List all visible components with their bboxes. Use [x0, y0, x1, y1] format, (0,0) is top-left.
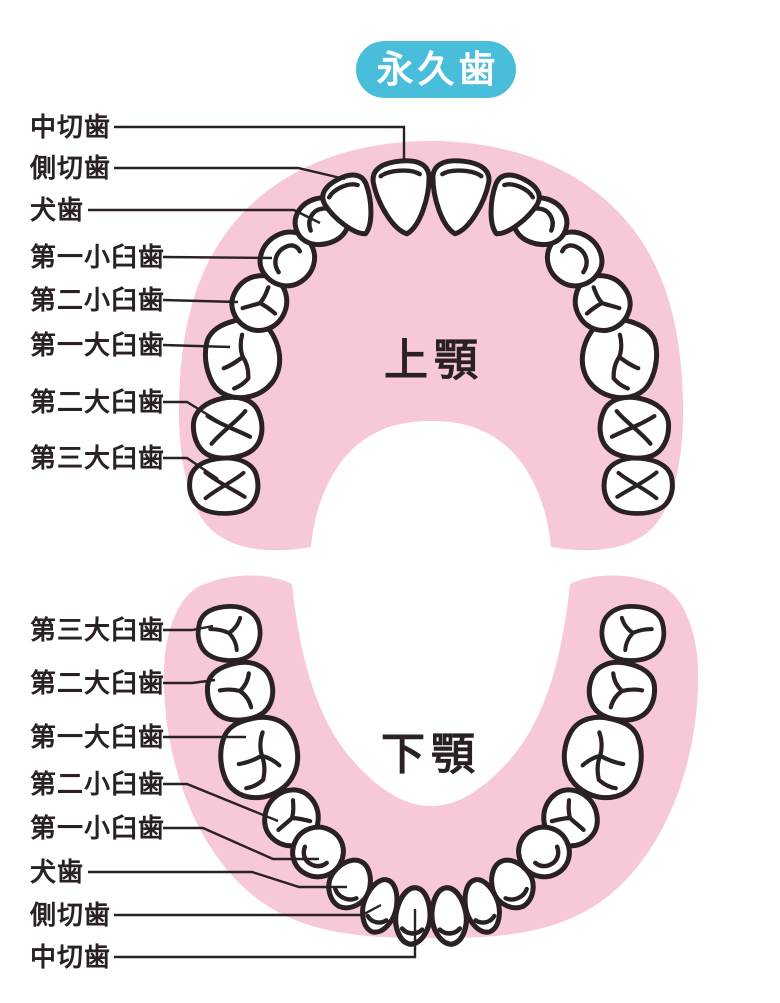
leader-upper-third-molar [163, 456, 219, 480]
leader-upper-central-incisor [114, 125, 406, 162]
label-upper-central-incisor: 中切歯 [30, 112, 112, 142]
label-upper-canine: 犬歯 [30, 195, 85, 225]
label-lower-lateral-incisor: 側切歯 [30, 900, 112, 930]
leader-lower-second-molar [163, 678, 216, 685]
label-lower-second-premolar: 第二小臼歯 [30, 769, 166, 799]
tooth-upper-right-third-molar [603, 457, 673, 515]
title-badge: 永久歯 [356, 41, 516, 98]
leader-upper-canine [88, 208, 321, 225]
label-lower-canine: 犬歯 [30, 857, 85, 887]
label-upper-third-molar: 第三大臼歯 [30, 443, 166, 473]
tooth-lower-left-third-molar [195, 603, 262, 664]
label-upper-first-molar: 第一大臼歯 [30, 330, 166, 360]
leader-lower-first-premolar [163, 826, 319, 861]
leader-lower-lateral-incisor [114, 903, 382, 917]
tooth-lower-left-second-molar [206, 660, 275, 722]
upper-jaw-name: 上顎 [384, 336, 484, 385]
leader-lower-central-incisor [114, 909, 417, 959]
lower-jaw-name: 下顎 [381, 730, 481, 779]
label-lower-first-premolar: 第一小臼歯 [30, 813, 166, 843]
label-lower-third-molar: 第三大臼歯 [30, 615, 166, 645]
label-upper-lateral-incisor: 側切歯 [30, 153, 112, 183]
label-upper-first-premolar: 第一小臼歯 [30, 242, 166, 272]
leader-lines [88, 125, 417, 959]
leader-upper-first-molar [162, 343, 231, 349]
label-upper-second-premolar: 第二小臼歯 [30, 285, 166, 315]
label-lower-first-molar: 第一大臼歯 [30, 722, 166, 752]
leader-upper-second-molar [163, 400, 219, 423]
label-lower-second-molar: 第二大臼歯 [30, 668, 166, 698]
leader-lower-second-premolar [163, 782, 279, 823]
leader-upper-first-premolar [162, 255, 273, 260]
leader-lower-third-molar [163, 624, 214, 632]
leader-lower-canine [88, 870, 347, 889]
label-upper-second-molar: 第二大臼歯 [30, 387, 166, 417]
leader-upper-second-premolar [162, 298, 239, 304]
tooth-lower-right-third-molar [599, 603, 666, 664]
leader-upper-lateral-incisor [114, 166, 346, 181]
label-lower-central-incisor: 中切歯 [30, 942, 112, 972]
tooth-lower-right-second-molar [587, 660, 656, 722]
